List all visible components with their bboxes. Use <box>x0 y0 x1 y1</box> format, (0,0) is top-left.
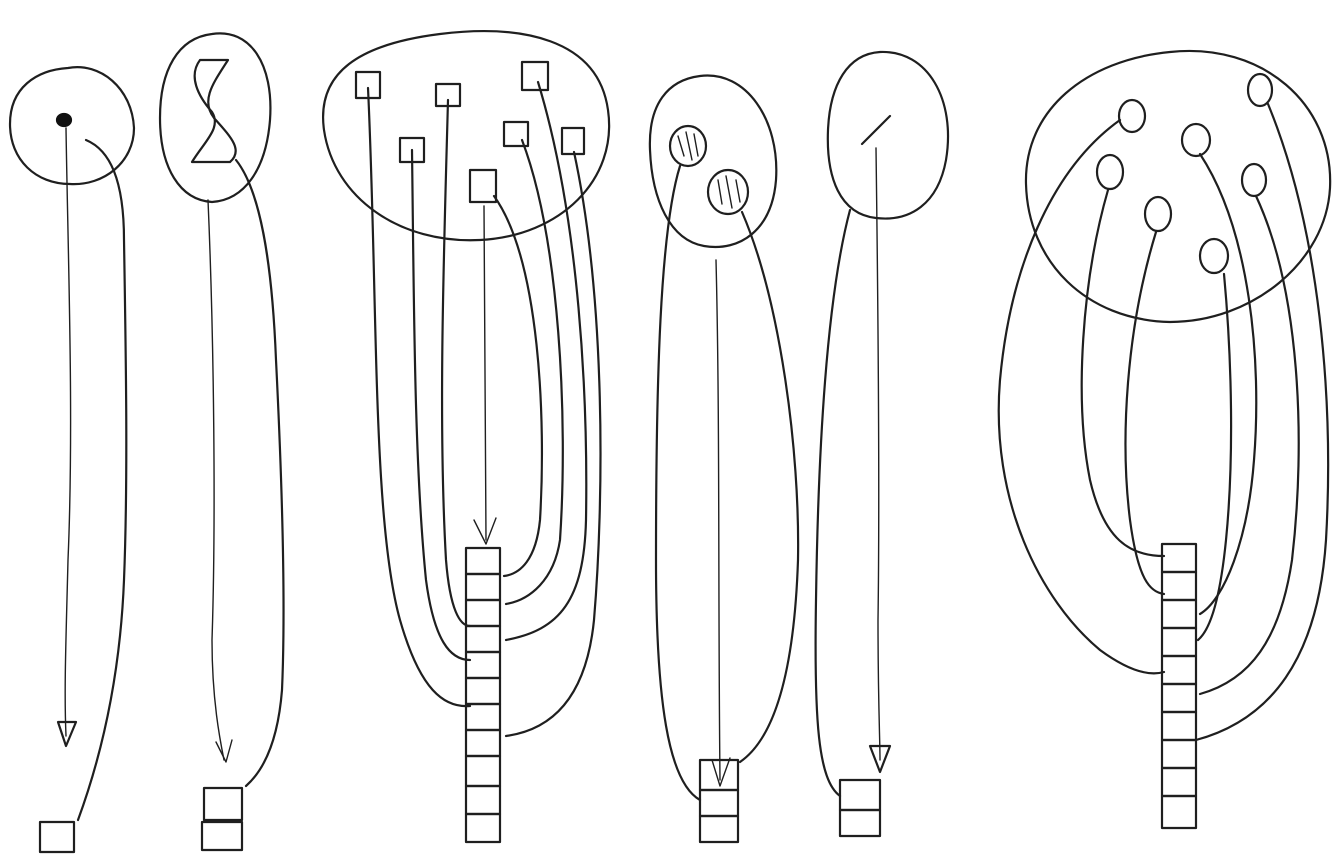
figure-5-dash <box>816 52 948 836</box>
figure-6-block-3 <box>1162 600 1196 628</box>
figure-6-loop-6 <box>1200 196 1299 694</box>
figure-4-hatched-circle-2 <box>708 170 748 214</box>
figure-3-arrowhead <box>474 518 496 544</box>
figure-3-square-6 <box>562 128 584 154</box>
figure-3-block-7 <box>466 704 500 730</box>
figure-3-block-6 <box>466 678 500 704</box>
figure-1-loop <box>78 140 126 820</box>
figure-3-block-10 <box>466 786 500 814</box>
figure-1-blob <box>10 67 134 184</box>
figure-3-block-1 <box>466 548 500 574</box>
figure-4-arrow-shaft <box>716 260 720 780</box>
figure-4-hatched-circle-1 <box>670 126 706 166</box>
figure-6-block-8 <box>1162 740 1196 768</box>
figure-3-square-3 <box>522 62 548 90</box>
figure-3-block-5 <box>466 652 500 678</box>
figure-2-figure-eight-shape <box>192 60 236 162</box>
figure-3-block-8 <box>466 730 500 756</box>
figure-3-block-4 <box>466 626 500 652</box>
figure-1-arrowhead <box>58 722 76 746</box>
figure-6-block-5 <box>1162 656 1196 684</box>
figure-4-hatched-circles <box>650 76 798 842</box>
figure-3-loop-4 <box>494 196 542 576</box>
figure-4-block-1 <box>700 760 738 790</box>
figure-2-loop <box>236 160 284 786</box>
figure-4-loop-2 <box>740 212 798 762</box>
figure-6-loop-7 <box>1196 104 1328 740</box>
figure-3-block-9 <box>466 756 500 786</box>
figure-4-arrowhead <box>712 758 730 786</box>
figure-4-block-2 <box>700 790 738 816</box>
figure-5-dash-mark <box>862 116 890 144</box>
figure-5-block-2 <box>840 810 880 836</box>
figure-6-block-9 <box>1162 768 1196 796</box>
figure-2-block-2 <box>202 822 242 850</box>
figure-6-block-2 <box>1162 572 1196 600</box>
figure-6-loop-5 <box>1198 274 1231 640</box>
figure-6-circle-5 <box>1242 164 1266 196</box>
figure-6-circle-6 <box>1145 197 1171 231</box>
figure-1-arrow-shaft <box>65 128 70 736</box>
figure-3-loop-5 <box>506 140 563 604</box>
figure-3-loop-6 <box>506 82 586 640</box>
figure-5-blob <box>828 52 948 219</box>
figure-1-dot <box>57 114 71 126</box>
figure-4-loop-1 <box>656 166 700 800</box>
figure-6-circle-7 <box>1200 239 1228 273</box>
figure-4-hatching-2 <box>718 176 740 208</box>
figure-1-single-dot <box>10 67 134 852</box>
figure-5-loop <box>816 210 850 796</box>
figure-6-loop-3 <box>1126 232 1164 594</box>
figure-3-arrow-shaft <box>484 206 486 540</box>
figure-3-loop-1 <box>368 88 470 706</box>
figure-6-block-10 <box>1162 796 1196 828</box>
figure-6-block-7 <box>1162 712 1196 740</box>
figure-3-block-2 <box>466 574 500 600</box>
figure-6-circle-3 <box>1182 124 1210 156</box>
figure-4-block-3 <box>700 816 738 842</box>
figure-5-block-1 <box>840 780 880 810</box>
figure-6-circles <box>999 51 1330 828</box>
figure-3-square-5 <box>504 122 528 146</box>
figure-6-circle-4 <box>1097 155 1123 189</box>
figure-6-circle-1 <box>1119 100 1145 132</box>
figure-3-square-7 <box>470 170 496 202</box>
figure-6-block-1 <box>1162 544 1196 572</box>
figure-6-circle-2 <box>1248 74 1272 106</box>
figure-3-block-3 <box>466 600 500 626</box>
figure-2-block-1 <box>204 788 242 820</box>
figure-5-arrow-shaft <box>876 148 880 760</box>
figure-2-arrow-shaft <box>208 200 224 760</box>
figure-1-block-1 <box>40 822 74 852</box>
figure-3-squares <box>323 31 609 842</box>
figure-6-block-6 <box>1162 684 1196 712</box>
figure-4-hatching-1 <box>678 132 698 160</box>
figure-3-block-11 <box>466 814 500 842</box>
figure-2-arrowhead <box>216 740 232 762</box>
figure-6-block-4 <box>1162 628 1196 656</box>
figure-2-figure-eight <box>160 33 284 850</box>
figure-6-loop-4 <box>1200 154 1256 614</box>
